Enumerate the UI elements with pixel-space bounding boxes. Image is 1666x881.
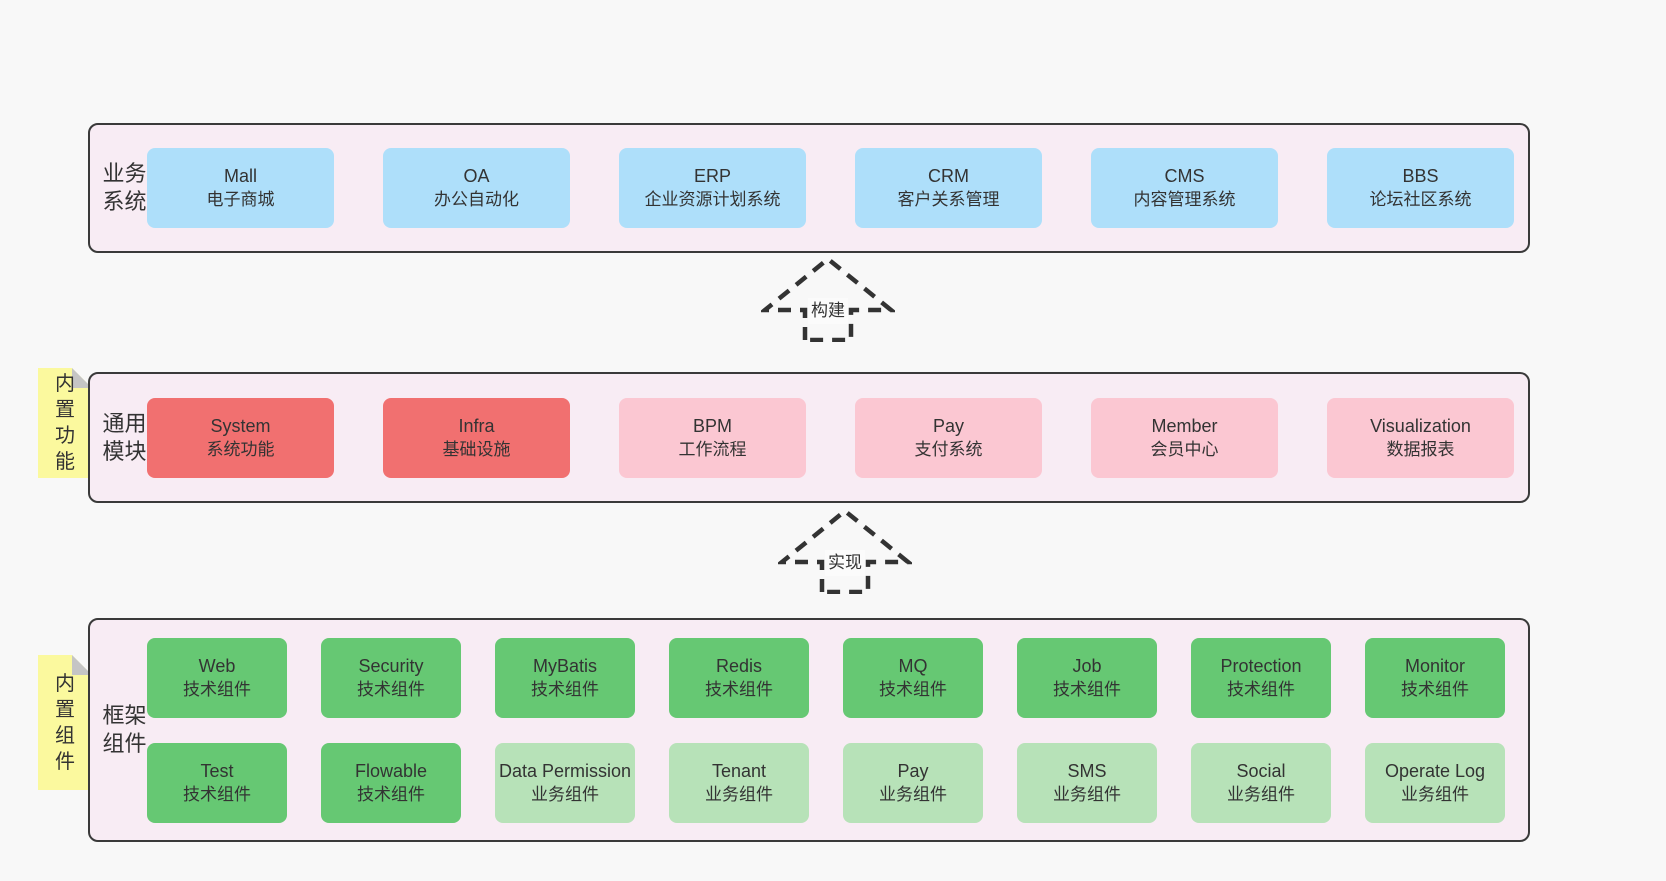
box-bbs: BBS 论坛社区系统 — [1327, 148, 1514, 228]
box-data-permission: Data Permission 业务组件 — [495, 742, 635, 823]
box-visualization: Visualization 数据报表 — [1327, 397, 1514, 478]
box-infra: Infra 基础设施 — [383, 397, 570, 478]
box-pay-business: Pay 业务组件 — [843, 742, 983, 823]
box-mq: MQ 技术组件 — [843, 637, 983, 718]
box-system: System 系统功能 — [147, 397, 334, 478]
box-erp: ERP 企业资源计划系统 — [619, 148, 806, 228]
arrow-implement-label: 实现 — [825, 550, 865, 576]
section-label-common-modules: 通用模块 — [102, 410, 147, 464]
box-pay: Pay 支付系统 — [855, 397, 1042, 478]
box-social: Social 业务组件 — [1191, 742, 1331, 823]
box-security: Security 技术组件 — [321, 637, 461, 718]
box-tenant: Tenant 业务组件 — [669, 742, 809, 823]
arrow-build-label: 构建 — [808, 298, 848, 324]
box-oa: OA 办公自动化 — [383, 148, 570, 228]
box-test: Test 技术组件 — [147, 742, 287, 823]
sticky-tab-label: 内置功能 — [55, 373, 75, 473]
box-redis: Redis 技术组件 — [669, 637, 809, 718]
section-label-framework-components: 框架组件 — [102, 703, 147, 756]
box-cms: CMS 内容管理系统 — [1091, 148, 1278, 228]
box-crm: CRM 客户关系管理 — [855, 148, 1042, 228]
box-sms: SMS 业务组件 — [1017, 742, 1157, 823]
box-bpm: BPM 工作流程 — [619, 397, 806, 478]
section-label-business-systems: 业务系统 — [102, 161, 147, 214]
sticky-note — [38, 655, 92, 790]
sticky-tab-label: 内置组件 — [55, 672, 75, 773]
business-systems-row: Mall 电子商城 OA 办公自动化 ERP 企业资源计划系统 CRM 客户关系… — [147, 148, 1514, 228]
dashed-up-arrow-icon — [778, 508, 912, 594]
arrow-implement: 实现 — [778, 506, 912, 594]
section-business-systems: 业务系统 Mall 电子商城 OA 办公自动化 ERP 企业资源计划系统 CRM… — [88, 123, 1530, 253]
framework-components-grid: Web 技术组件 Security 技术组件 MyBatis 技术组件 Redi… — [147, 637, 1505, 823]
sticky-tab-built-in-features: 内置功能 — [38, 368, 92, 478]
sticky-tab-built-in-components: 内置组件 — [38, 655, 92, 790]
section-framework-components: 框架组件 Web 技术组件 Security 技术组件 MyBatis 技术组件… — [88, 618, 1530, 842]
box-operate-log: Operate Log 业务组件 — [1365, 742, 1505, 823]
box-flowable: Flowable 技术组件 — [321, 742, 461, 823]
box-monitor: Monitor 技术组件 — [1365, 637, 1505, 718]
box-mall: Mall 电子商城 — [147, 148, 334, 228]
common-modules-row: System 系统功能 Infra 基础设施 BPM 工作流程 Pay 支付系统… — [147, 397, 1514, 478]
section-common-modules: 通用模块 System 系统功能 Infra 基础设施 BPM 工作流程 Pay… — [88, 372, 1530, 503]
dashed-up-arrow-icon — [761, 256, 895, 342]
box-protection: Protection 技术组件 — [1191, 637, 1331, 718]
box-web: Web 技术组件 — [147, 637, 287, 718]
box-job: Job 技术组件 — [1017, 637, 1157, 718]
box-mybatis: MyBatis 技术组件 — [495, 637, 635, 718]
arrow-build: 构建 — [761, 254, 895, 342]
box-member: Member 会员中心 — [1091, 397, 1278, 478]
